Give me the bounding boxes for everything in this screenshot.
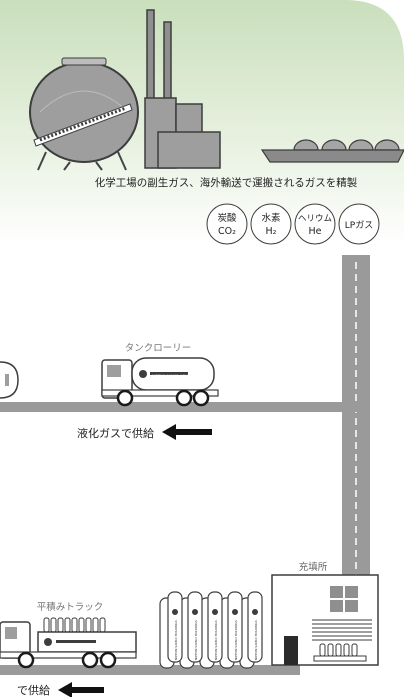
liquefied-supply-text: 液化ガスで供給	[77, 426, 154, 440]
tank-lorry-label: タンクローリー	[125, 343, 192, 354]
gas-h2-formula: H₂	[266, 226, 277, 237]
gas-h2-name: 水素	[261, 212, 281, 224]
cylinder-logo: NIPPON SANSO HOLDINGS	[194, 620, 198, 660]
gas-he-name: ヘリウム	[298, 214, 332, 224]
lng-ship-icon	[260, 139, 404, 163]
gas-h2-badge	[250, 203, 292, 245]
cylinder-logo: NIPPON SANSO HOLDINGS	[234, 620, 238, 660]
filling-station-label: 充填所	[299, 561, 328, 573]
gas-co2-formula: CO₂	[218, 226, 236, 237]
cylinder-logo: NIPPON SANSO HOLDINGS	[174, 620, 178, 660]
gas-lp-name: LPガス	[345, 220, 373, 231]
cylinder-supply-text: で供給	[17, 683, 50, 697]
arrow-left-icon	[162, 424, 212, 440]
tank-lorry-logo: NIPPON SANSO HOLDINGS	[152, 374, 199, 378]
storage-tank-edge-icon	[0, 361, 19, 399]
tank-lorry-icon	[101, 357, 219, 407]
gas-he-badge	[294, 203, 336, 245]
flatbed-truck-icon	[0, 617, 137, 669]
gas-lp-badge	[338, 203, 380, 245]
cylinder-logo: NIPPON SANSO HOLDINGS	[214, 620, 218, 660]
lower-road	[0, 665, 300, 675]
top-panel-caption: 化学工場の副生ガス、海外輸送で運搬されるガスを精製	[95, 176, 358, 189]
gas-co2-name: 炭酸	[217, 212, 237, 224]
upper-road	[0, 402, 370, 412]
gas-cylinders-icon	[159, 591, 263, 669]
cylinder-logos: NIPPON SANSO HOLDINGS NIPPON SANSO HOLDI…	[174, 620, 258, 660]
factory-icon	[144, 9, 221, 169]
filling-station-building-icon	[271, 574, 379, 666]
gas-co2-badge	[206, 203, 248, 245]
vertical-road	[342, 255, 370, 597]
flatbed-truck-logo: NIPPON SANSO HOLDINGS	[58, 643, 105, 647]
spherical-tank-icon	[29, 57, 139, 171]
cylinder-logo: NIPPON SANSO HOLDINGS	[254, 620, 258, 660]
flatbed-truck-label: 平積みトラック	[37, 601, 104, 613]
arrow-left-icon-lower	[58, 682, 104, 697]
gas-he-formula: He	[309, 226, 322, 237]
